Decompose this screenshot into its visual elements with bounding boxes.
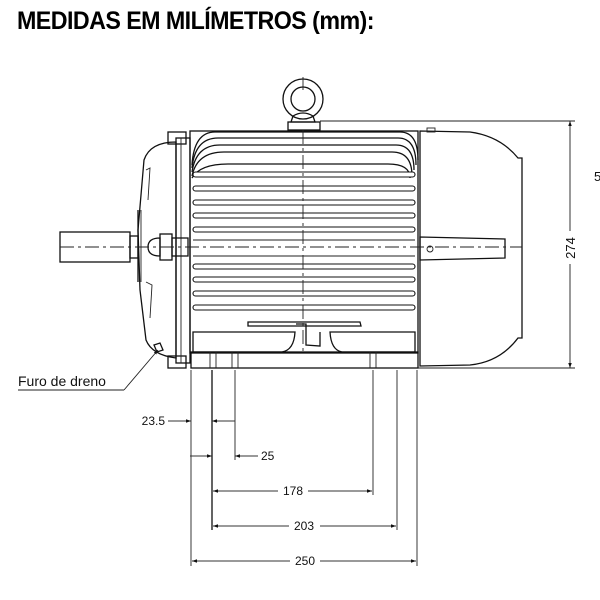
dimension-height: 274 xyxy=(418,121,578,369)
extension-lines xyxy=(190,370,418,566)
drain-hole-label: Furo de dreno xyxy=(18,373,106,389)
svg-text:250: 250 xyxy=(295,554,315,568)
dimension-178: 178 xyxy=(213,484,372,498)
svg-text:25: 25 xyxy=(261,449,275,463)
dimension-250: 250 xyxy=(192,554,416,568)
drain-hole-callout: Furo de dreno xyxy=(18,349,159,391)
svg-text:203: 203 xyxy=(294,519,314,533)
dimension-274: 274 xyxy=(563,237,578,259)
dimension-203: 203 xyxy=(213,519,396,533)
fan-cover xyxy=(419,127,523,367)
page-title: MEDIDAS EM MILÍMETROS (mm): xyxy=(17,7,374,35)
eyebolt-icon xyxy=(282,77,324,131)
partial-edge-label: 5 xyxy=(594,169,600,184)
svg-text:178: 178 xyxy=(283,484,303,498)
front-end-shield xyxy=(137,131,191,369)
svg-text:23.5: 23.5 xyxy=(142,414,166,428)
dimension-23-5: 23.5 xyxy=(142,414,235,428)
dimension-25: 25 xyxy=(190,449,275,463)
motor-frame xyxy=(189,130,419,369)
